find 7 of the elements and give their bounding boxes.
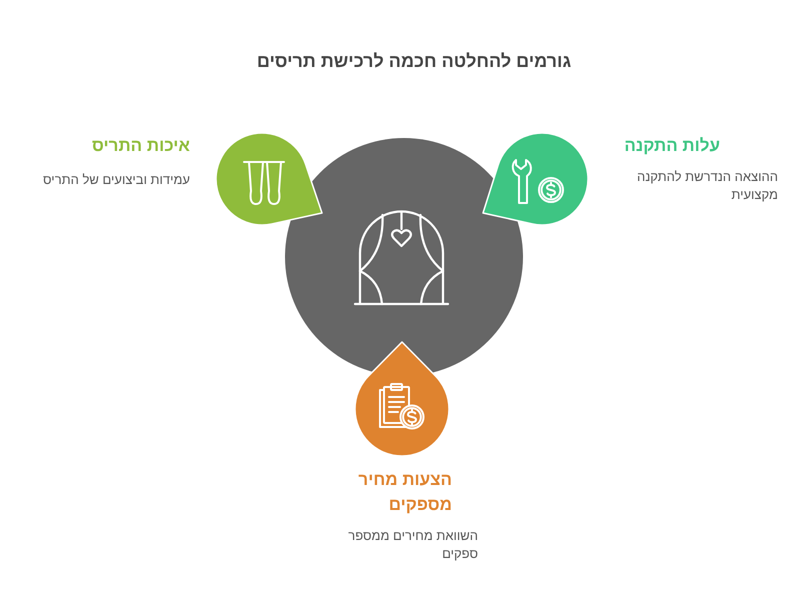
factor-heading: עלות התקנה [624, 135, 720, 157]
factor-description: ההוצאה הנדרשת להתקנה מקצועית [636, 168, 778, 204]
factor-heading: איכות התריס [92, 135, 190, 157]
diagram-title: גורמים להחלטה חכמה לרכישת תריסים [256, 50, 572, 73]
factor-description: השוואת מחירים ממספר ספקים [347, 527, 478, 563]
factor-heading: הצעות מחיר מספקים [357, 469, 452, 516]
factor-description: עמידות וביצועים של התריס [43, 171, 190, 189]
